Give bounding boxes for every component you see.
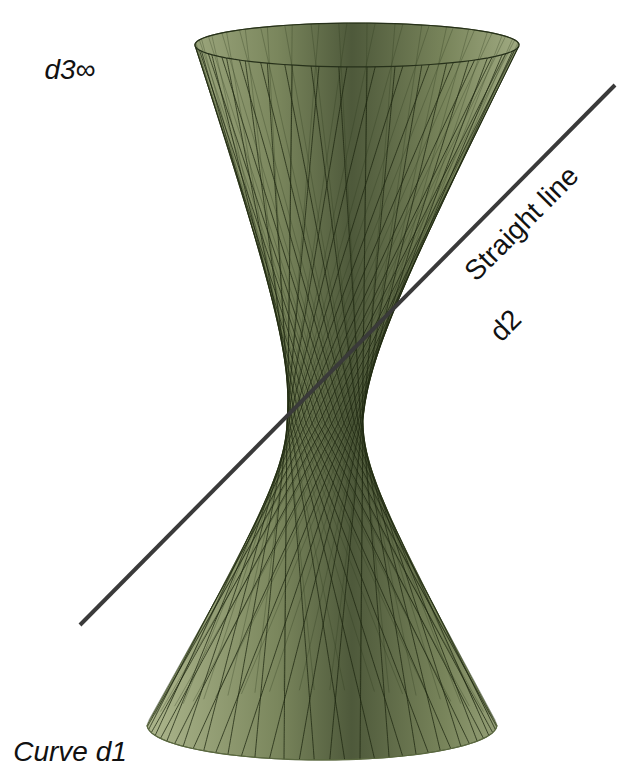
ruling-line bbox=[261, 63, 384, 501]
ruling-line bbox=[284, 67, 375, 445]
ruling-line bbox=[374, 477, 461, 746]
ruling-line bbox=[285, 25, 374, 477]
ruling-line bbox=[239, 60, 400, 539]
ruling-line bbox=[267, 27, 287, 389]
ruling-line bbox=[196, 47, 236, 173]
ruling-line bbox=[212, 33, 492, 607]
ruling-line bbox=[195, 46, 483, 738]
label: d2 bbox=[484, 304, 528, 348]
ruling-line bbox=[373, 29, 469, 369]
ruling-line bbox=[360, 421, 363, 759]
ruling-line bbox=[368, 63, 447, 389]
bottom-rim bbox=[147, 725, 497, 760]
ruling-line bbox=[287, 389, 344, 690]
ruling-line bbox=[212, 55, 275, 313]
ruling-line bbox=[222, 57, 435, 607]
ruling-line bbox=[236, 173, 470, 744]
hyperboloid-body bbox=[147, 23, 519, 760]
ruling-line bbox=[363, 66, 395, 421]
ruling-line bbox=[208, 54, 496, 727]
ruling-line bbox=[288, 405, 315, 760]
ruling-line bbox=[275, 65, 429, 477]
ruling-line bbox=[265, 63, 453, 501]
ruling-line bbox=[151, 40, 514, 718]
ruling-line bbox=[270, 369, 373, 758]
ruling-line bbox=[247, 60, 474, 539]
ruling-line bbox=[286, 67, 347, 433]
ruling-line bbox=[149, 607, 212, 720]
ruling-line bbox=[311, 66, 369, 461]
ruling-line bbox=[435, 607, 496, 730]
ruling-line bbox=[401, 539, 489, 735]
ruling-line bbox=[147, 54, 505, 727]
ruling-line bbox=[228, 445, 284, 754]
ruling-line bbox=[227, 58, 282, 345]
ruling-line bbox=[199, 50, 492, 732]
ruling-line bbox=[147, 36, 505, 723]
ruling-line bbox=[175, 173, 457, 744]
ruling-line bbox=[362, 67, 367, 433]
ruling-line bbox=[201, 51, 262, 265]
ruling-line bbox=[216, 313, 393, 753]
ruling-line bbox=[287, 389, 344, 760]
straight-line bbox=[80, 85, 615, 625]
ruling-line bbox=[369, 461, 440, 751]
ruling-line bbox=[255, 433, 286, 757]
ruling-line bbox=[364, 433, 390, 757]
ruling-line bbox=[161, 46, 519, 738]
ruling-line bbox=[284, 23, 375, 445]
ruling-line bbox=[287, 24, 319, 421]
top-rim bbox=[195, 23, 519, 67]
ruling-line bbox=[212, 57, 492, 607]
ruling-line bbox=[151, 50, 514, 732]
ruling-line bbox=[383, 501, 477, 741]
ruling-line bbox=[267, 63, 287, 389]
ruling-line bbox=[199, 40, 492, 718]
ruling-line bbox=[373, 61, 469, 369]
label: d3∞ bbox=[44, 55, 95, 86]
ruling-line bbox=[288, 65, 292, 405]
ruling-line bbox=[381, 58, 488, 345]
ruling-line bbox=[196, 43, 236, 173]
ruling-line bbox=[381, 32, 488, 345]
ruling-line bbox=[239, 30, 400, 539]
ruling-line bbox=[365, 445, 416, 754]
label: Curve d1 bbox=[13, 737, 127, 768]
